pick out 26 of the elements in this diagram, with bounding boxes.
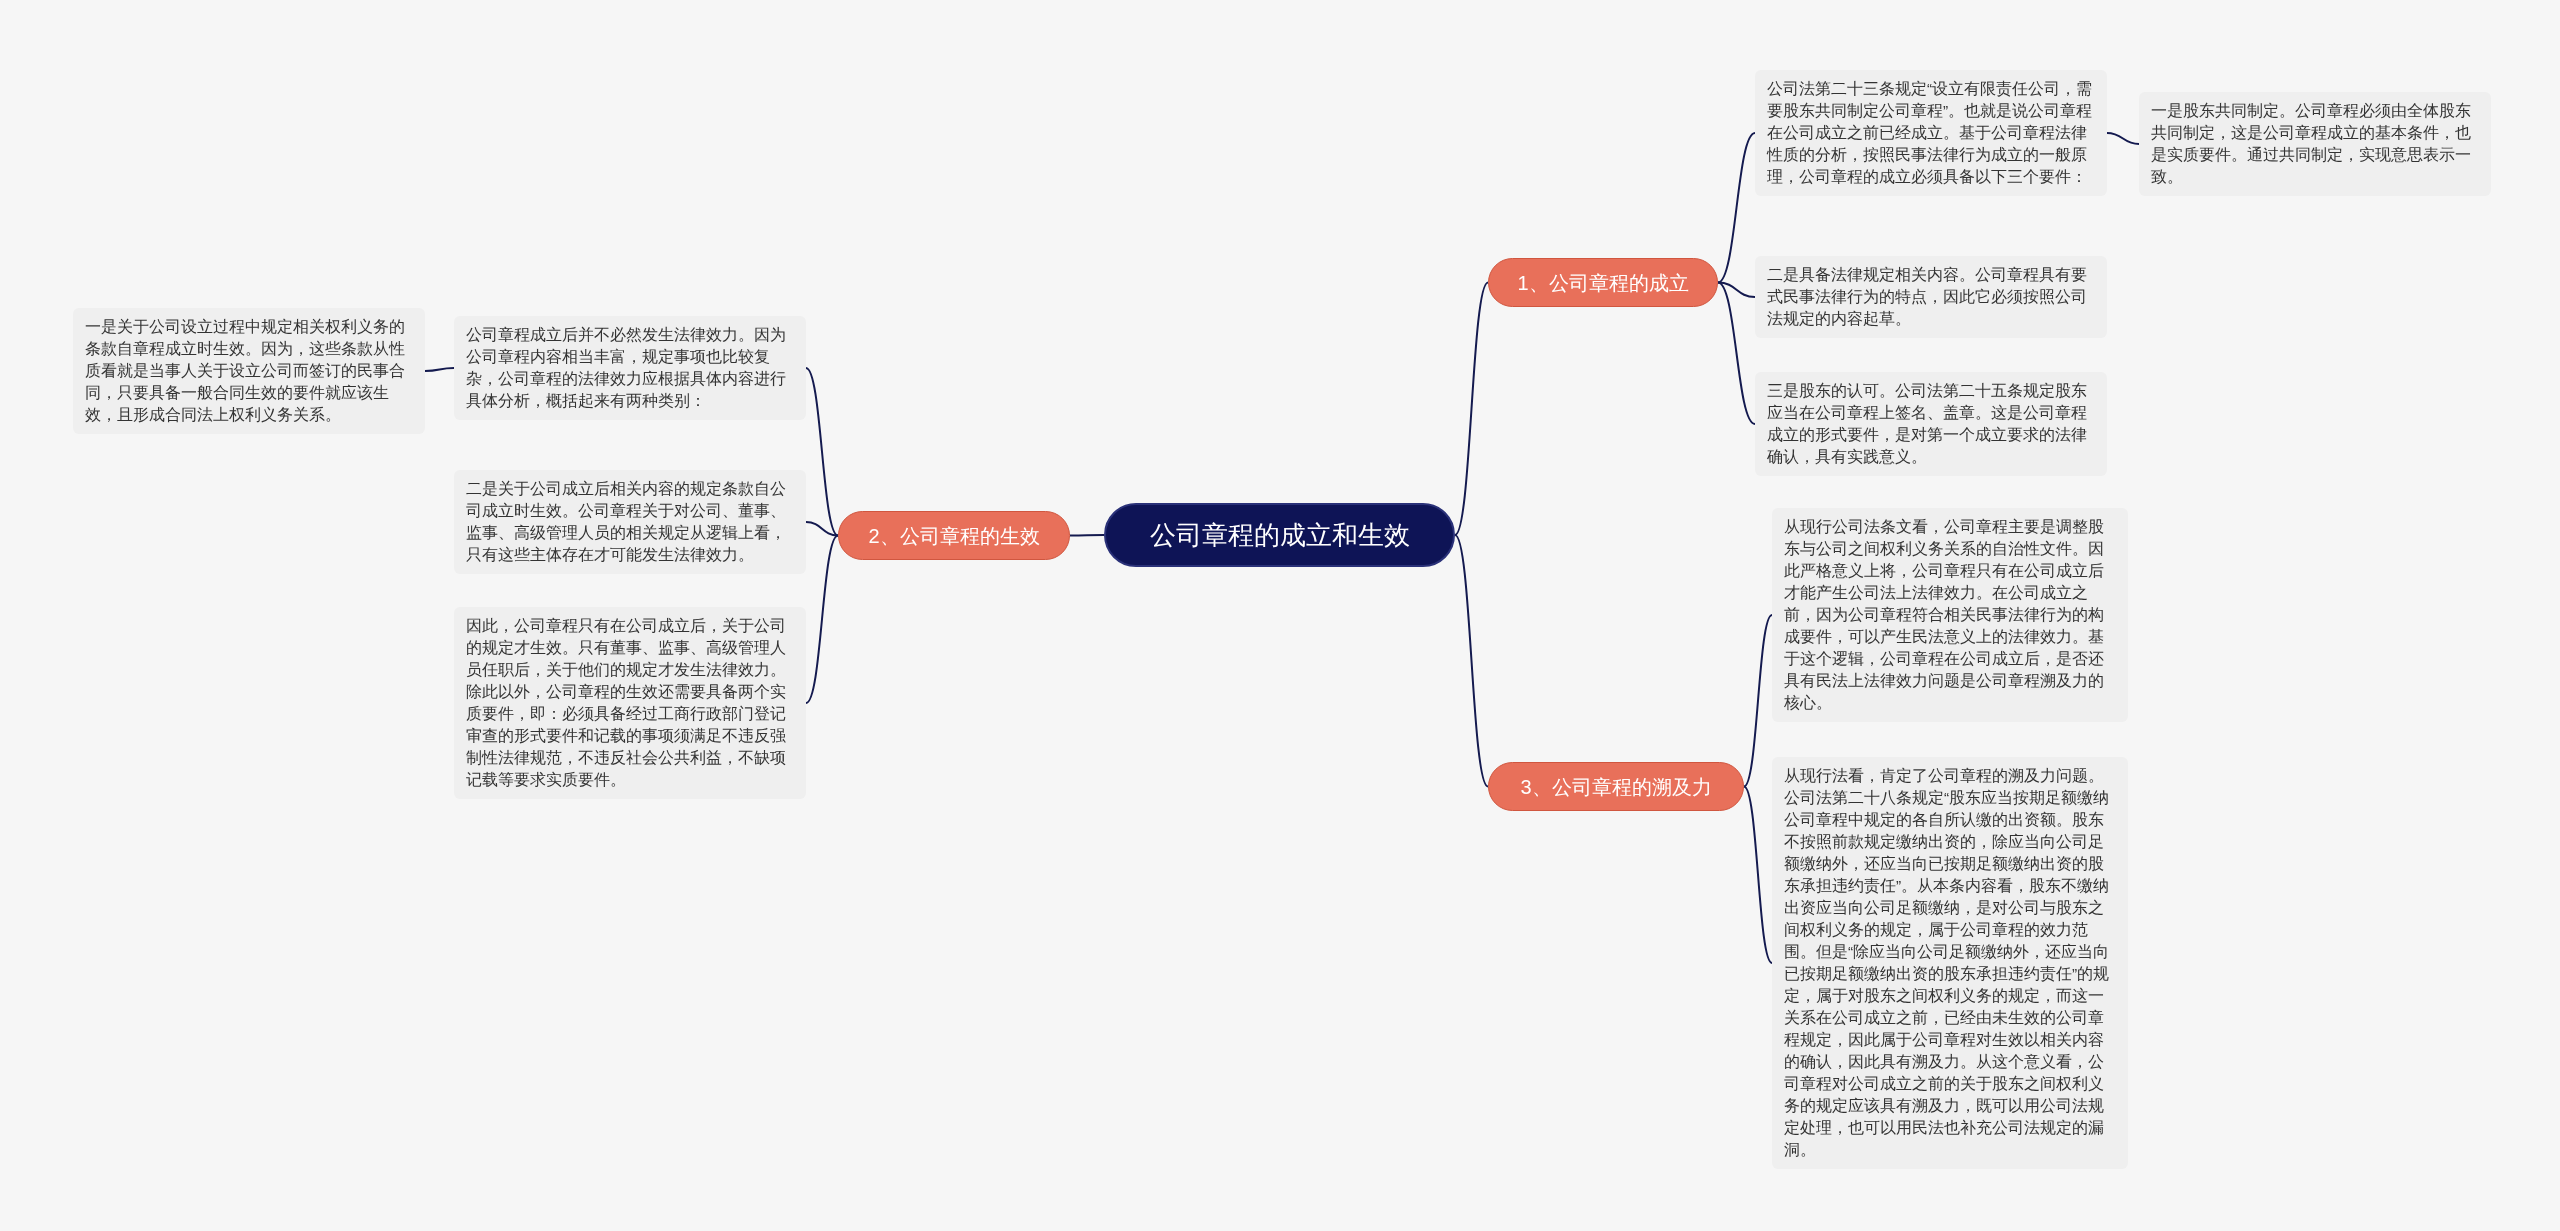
connector-line	[1454, 534, 1489, 788]
connector-line	[805, 534, 839, 704]
text-card: 公司法第二十三条规定“设立有限责任公司，需要股东共同制定公司章程”。也就是说公司章程在公司成立之前已经成立。基于公司章程法律性质的分析，按照民事法律行为成立的一般原理，公司章程的成立必须具备以下三个要件：	[1755, 70, 2107, 196]
text-card: 公司章程成立后并不必然发生法律效力。因为公司章程内容相当丰富，规定事项也比较复杂，公司章程的法律效力应根据具体内容进行具体分析，概括起来有两种类别：	[454, 316, 806, 420]
text-card: 二是关于公司成立后相关内容的规定条款自公司成立时生效。公司章程关于对公司、董事、监事、高级管理人员的相关规定从逻辑上看，只有这些主体存在才可能发生法律效力。	[454, 470, 806, 574]
connector-line	[1743, 614, 1773, 788]
text-card: 一是关于公司设立过程中规定相关权利义务的条款自章程成立时生效。因为，这些条款从性质看就是当事人关于设立公司而签订的民事合同，只要具备一般合同生效的要件就应该生效，且形成合同法上权利义务关系。	[73, 308, 425, 434]
connector-line	[1454, 281, 1489, 536]
text-card: 三是股东的认可。公司法第二十五条规定股东应当在公司章程上签名、盖章。这是公司章程成立的形式要件，是对第一个成立要求的法律确认，具有实践意义。	[1755, 372, 2107, 476]
connector-line	[1743, 785, 1773, 964]
topic-pill: 2、公司章程的生效	[838, 511, 1070, 560]
topic-pill: 1、公司章程的成立	[1488, 258, 1718, 307]
connector-line	[805, 521, 839, 537]
text-card: 二是具备法律规定相关内容。公司章程具有要式民事法律行为的特点，因此它必须按照公司法规定的内容起草。	[1755, 256, 2107, 338]
connector-line	[424, 367, 455, 372]
text-card: 从现行公司法条文看，公司章程主要是调整股东与公司之间权利义务关系的自治性文件。因此严格意义上将，公司章程只有在公司成立后才能产生公司法上法律效力。在公司成立之前，因为公司章程符合相关民事法律行为的构成要件，可以产生民法意义上的法律效力。基于这个逻辑，公司章程在公司成立后，是否还具有民法上法律效力问题是公司章程溯及力的核心。	[1772, 508, 2128, 722]
topic-pill: 3、公司章程的溯及力	[1488, 762, 1744, 811]
connector-line	[1069, 534, 1105, 537]
text-card: 从现行法看，肯定了公司章程的溯及力问题。公司法第二十八条规定“股东应当按期足额缴纳公司章程中规定的各自所认缴的出资额。股东不按照前款规定缴纳出资的，除应当向公司足额缴纳外，还应当向已按期足额缴纳出资的股东承担违约责任”。从本条内容看，股东不缴纳出资应当向公司足额缴纳，是对公司与股东之间权利义务的规定，属于公司章程的效力范围。但是“除应当向公司足额缴纳外，还应当向已按期足额缴纳出资的股东承担违约责任”的规定，属于对股东之间权利义务的规定，而这一关系在公司成立之前，已经由未生效的公司章程规定，因此属于公司章程对生效以相关内容的确认，因此具有溯及力。从这个意义看，公司章程对公司成立之前的关于股东之间权利义务的规定应该具有溯及力，既可以用公司法规定处理，也可以用民法也补充公司法规定的漏洞。	[1772, 757, 2128, 1169]
text-card: 因此，公司章程只有在公司成立后，关于公司的规定才生效。只有董事、监事、高级管理人员任职后，关于他们的规定才发生法律效力。除此以外，公司章程的生效还需要具备两个实质要件，即：必须具备经过工商行政部门登记审查的形式要件和记载的事项须满足不违反强制性法律规范，不违反社会公共利益，不缺项记载等要求实质要件。	[454, 607, 806, 799]
connector-line	[2106, 132, 2140, 145]
connector-line	[1717, 132, 1756, 284]
text-card: 一是股东共同制定。公司章程必须由全体股东共同制定，这是公司章程成立的基本条件，也是实质要件。通过共同制定，实现意思表示一致。	[2139, 92, 2491, 196]
connector-line	[805, 367, 839, 537]
connector-line	[1717, 281, 1756, 425]
central-topic: 公司章程的成立和生效	[1104, 503, 1455, 567]
